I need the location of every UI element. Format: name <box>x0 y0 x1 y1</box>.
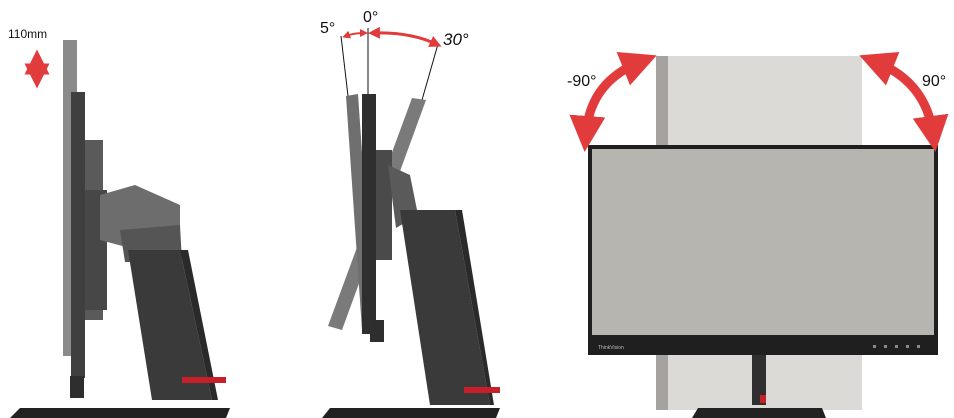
tilt-forward-arrow <box>368 26 442 47</box>
stand-neck <box>128 250 212 400</box>
tilt-back-arrow <box>342 29 368 39</box>
upright-monitor <box>362 94 376 334</box>
monitor-screen <box>592 149 934 335</box>
red-accent <box>182 377 226 383</box>
rotate-right-arrow <box>859 51 949 152</box>
monitor-side <box>71 92 85 378</box>
height-label: 110mm <box>8 27 47 41</box>
height-adjust-panel: 110mm <box>8 27 230 418</box>
pivot-panel: ThinkVision -90° 90° <box>567 51 949 418</box>
tilt-panel: 5° 0° 30° <box>320 9 500 418</box>
pivot-stand-neck <box>752 345 766 405</box>
rotate-left-label: -90° <box>567 73 597 90</box>
tilt-back-label: 5° <box>320 20 335 37</box>
tilt-stand-neck <box>400 210 490 405</box>
brand-logo: ThinkVision <box>598 345 624 351</box>
tilt-zero-label: 0° <box>363 9 378 26</box>
rotate-right-label: 90° <box>922 73 946 90</box>
control-buttons <box>873 345 920 348</box>
tilt-forward-label: 30° <box>443 30 469 49</box>
rotate-left-arrow <box>569 51 657 152</box>
stand-base <box>10 408 230 418</box>
